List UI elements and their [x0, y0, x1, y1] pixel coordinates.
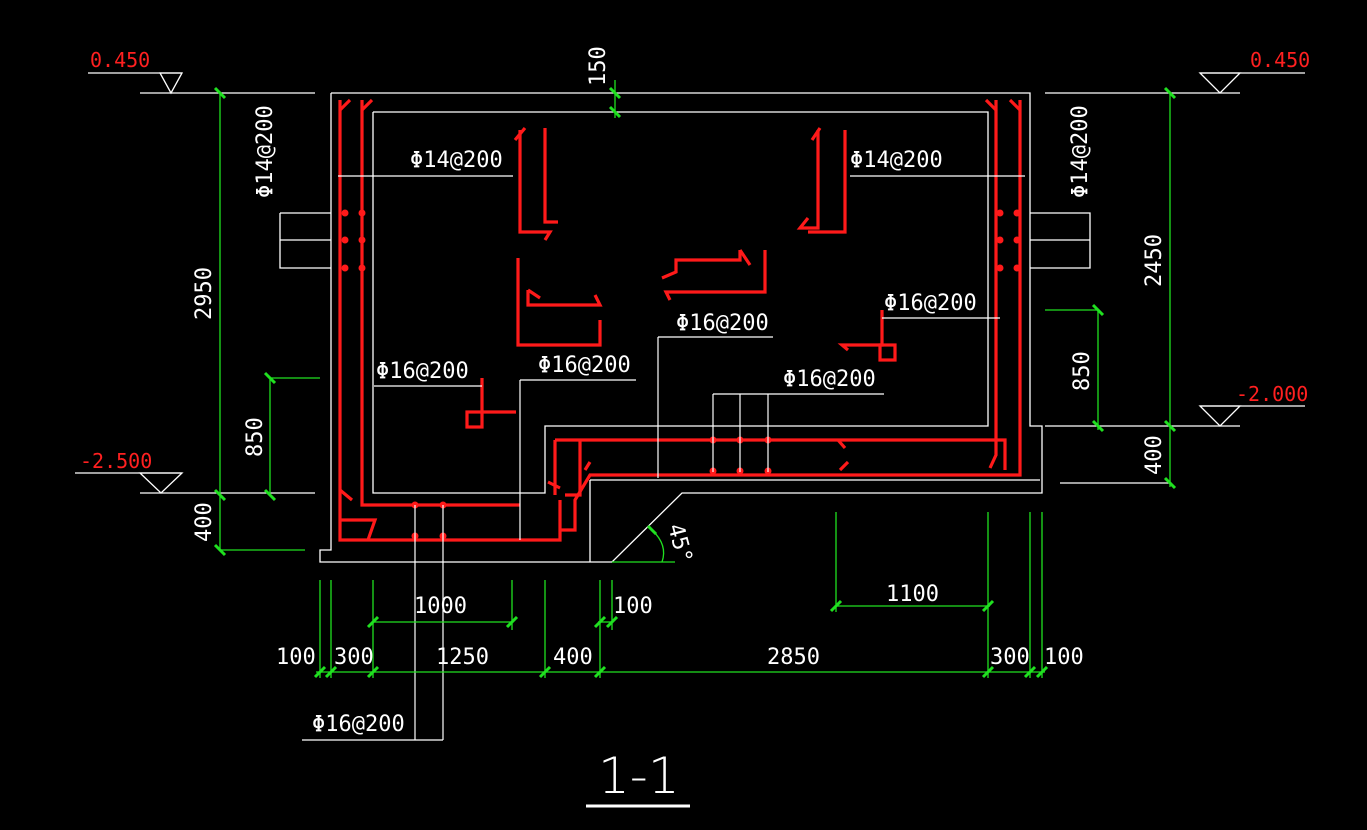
elevation-triangle-icon — [158, 72, 184, 95]
dim-right-850: 850 — [1070, 351, 1095, 391]
dim-left-400: 400 — [192, 502, 217, 542]
dimension-labels: 150 2950 850 400 2450 850 400 1000 100 1… — [192, 46, 1167, 670]
dim-right-400: 400 — [1142, 435, 1167, 475]
dim-bottom-400: 400 — [553, 645, 593, 670]
elevation-top-left: 0.450 — [90, 48, 150, 72]
label-step-center: Φ16@200 — [538, 353, 631, 378]
label-right-lower: Φ16@200 — [783, 367, 876, 392]
dim-bottom-1100: 1100 — [886, 582, 939, 607]
dim-bottom-100-mid: 100 — [613, 594, 653, 619]
dim-bottom-100-right: 100 — [1044, 645, 1084, 670]
label-left-lower: Φ16@200 — [376, 359, 469, 384]
dim-left-height: 2950 — [192, 267, 217, 320]
elevation-mid-right: -2.000 — [1236, 382, 1308, 406]
dim-bottom-1000: 1000 — [414, 594, 467, 619]
label-bottom-slab: Φ16@200 — [312, 712, 405, 737]
label-top-right: Φ14@200 — [850, 148, 943, 173]
label-left-wall-vertical: Φ14@200 — [253, 105, 278, 198]
dim-bottom-300-right: 300 — [990, 645, 1030, 670]
dim-top-slab: 150 — [586, 46, 611, 86]
elevation-triangle-icon — [1198, 72, 1242, 94]
elevation-bottom-left: -2.500 — [80, 449, 152, 473]
dim-angle: 45° — [662, 521, 696, 566]
dim-right-height: 2450 — [1142, 234, 1167, 287]
section-title-text: 1-1 — [598, 747, 680, 805]
label-top-left: Φ14@200 — [410, 148, 503, 173]
label-center: Φ16@200 — [676, 311, 769, 336]
elevation-top-right: 0.450 — [1250, 48, 1310, 72]
dim-bottom-1250: 1250 — [436, 645, 489, 670]
dimension-lines — [213, 80, 1177, 679]
elevation-triangle-icon — [138, 472, 184, 494]
dim-left-850: 850 — [243, 417, 268, 457]
dim-bottom-2850: 2850 — [767, 645, 820, 670]
section-title: 1-1 — [586, 747, 690, 808]
elevation-markers: 0.450 0.450 -2.500 -2.000 — [75, 48, 1310, 494]
rebar-layout — [338, 98, 1022, 542]
elevation-triangle-icon — [1198, 405, 1242, 427]
dim-bottom-300-left: 300 — [334, 645, 374, 670]
rebar-labels: Φ14@200 Φ14@200 Φ14@200 Φ14@200 Φ16@200 … — [253, 105, 1093, 737]
concrete-outline — [140, 92, 1240, 563]
dim-bottom-100-left: 100 — [276, 645, 316, 670]
label-right-middle: Φ16@200 — [884, 291, 977, 316]
label-right-wall-vertical: Φ14@200 — [1068, 105, 1093, 198]
leader-lines — [302, 175, 1025, 741]
